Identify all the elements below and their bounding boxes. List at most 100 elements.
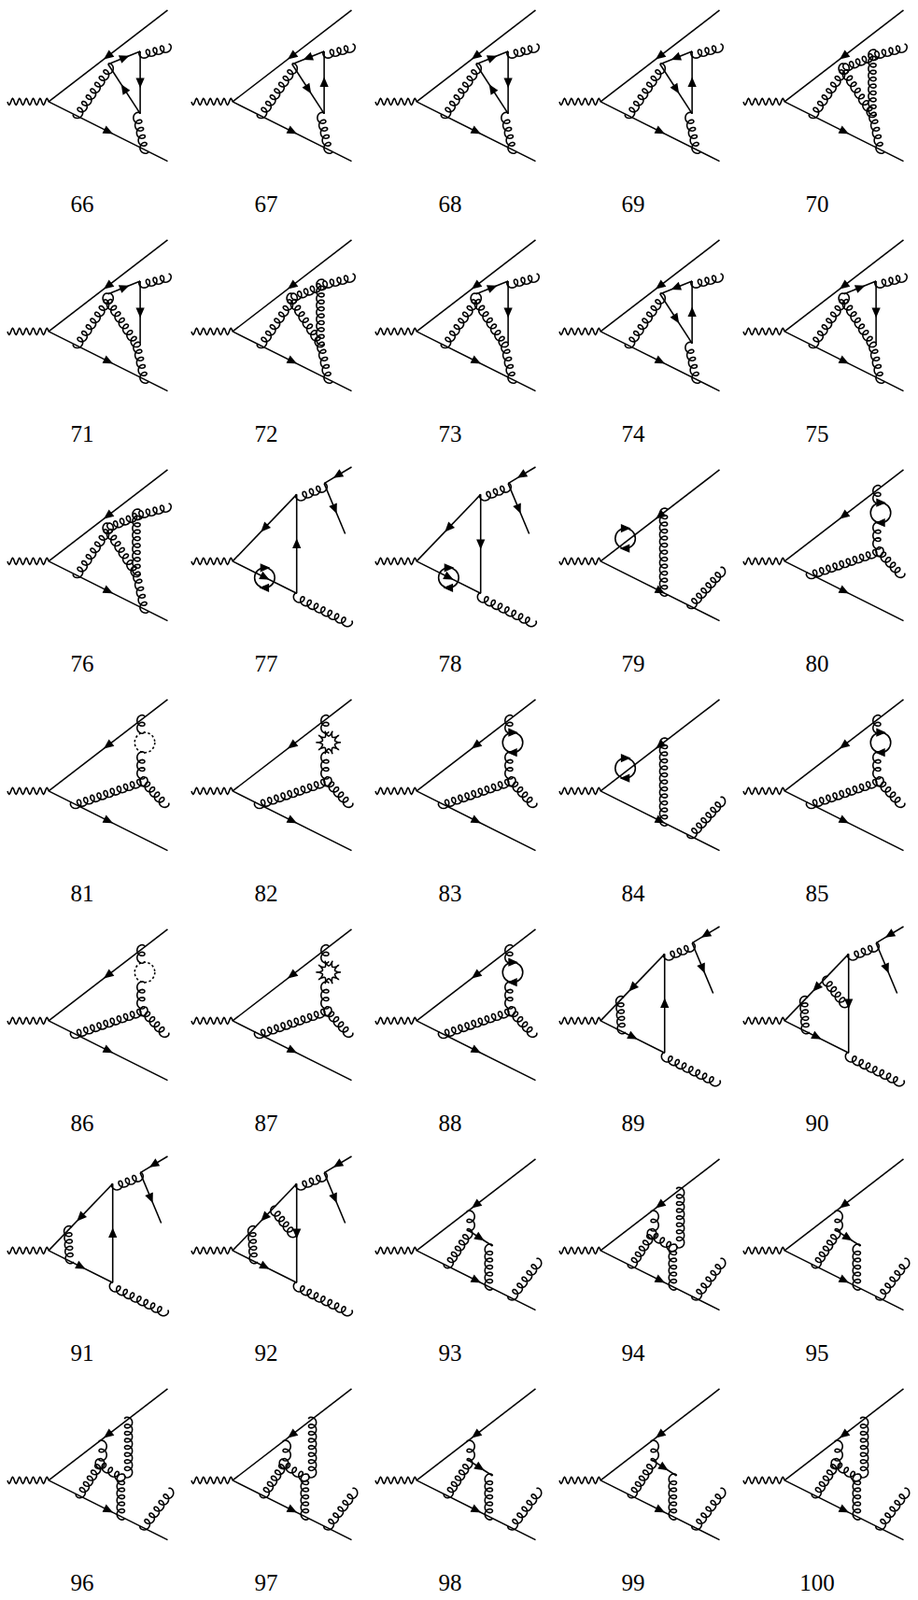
photon-line (375, 557, 417, 565)
gluon-line (75, 1458, 105, 1498)
feynman-graph (743, 1158, 910, 1311)
arrow-head (657, 281, 665, 288)
feynman-graph (7, 240, 171, 392)
gluon-line (293, 1282, 353, 1316)
gluon-line (440, 63, 481, 118)
arrow-head (471, 1275, 481, 1283)
gluon-line (300, 1473, 309, 1520)
arrow-head (262, 522, 270, 531)
gluon-loop (316, 731, 340, 754)
diagram-number: 72 (254, 422, 279, 446)
diagram-number: 77 (254, 651, 279, 676)
gluon-line (505, 981, 513, 1009)
quark-line (232, 699, 352, 791)
quark-loop (870, 732, 891, 753)
arrow-head (508, 729, 517, 736)
gluon-line (627, 1458, 657, 1498)
gluon-line (140, 1487, 174, 1530)
quark-loop (870, 502, 891, 523)
quark-line (784, 331, 904, 392)
gluon-line (691, 43, 723, 58)
gluon-line (98, 1440, 107, 1461)
quark-line (232, 494, 297, 562)
quark-line (232, 101, 352, 162)
gluon-line (321, 981, 329, 1009)
arrow-head (839, 1505, 848, 1512)
gluon-line (838, 63, 876, 118)
arrow-head (843, 1232, 852, 1240)
gluon-line (692, 1487, 726, 1530)
diagram-number: 85 (805, 881, 830, 905)
arrow-head (105, 970, 113, 977)
arrow-head (841, 740, 849, 748)
arrow-head (471, 127, 481, 134)
diagram-number: 68 (438, 192, 463, 216)
quark-line (600, 1388, 720, 1481)
quark-line (600, 1158, 720, 1251)
gluon-line (137, 945, 145, 964)
arrow-head (119, 285, 128, 292)
arrow-head (103, 127, 113, 134)
arrow-head (289, 740, 297, 748)
arrow-head (103, 1045, 113, 1053)
gluon-line (505, 751, 513, 779)
arrow-head (505, 308, 512, 316)
arrow-head (289, 1429, 297, 1437)
arrow-head (671, 313, 678, 323)
arrow-head (839, 127, 848, 134)
quark-line (108, 64, 141, 114)
gluon-line (286, 293, 325, 348)
gluon-line (668, 1473, 677, 1520)
feynman-graph (191, 699, 354, 851)
gluon-line (133, 341, 149, 383)
arrow-head (304, 53, 313, 59)
arrow-head (487, 56, 496, 62)
arrow-head (75, 1261, 85, 1269)
feynman-graph (7, 1388, 174, 1540)
arrow-head (672, 282, 681, 289)
gluon-line (811, 1458, 841, 1498)
quark-line (48, 1480, 168, 1540)
arrow-head (260, 564, 269, 571)
gluon-line (254, 1006, 332, 1038)
quark-line (784, 1250, 904, 1311)
gluon-line (321, 751, 329, 779)
gluon-line (139, 273, 171, 288)
gluon-line (834, 1210, 843, 1231)
quark-line (784, 699, 904, 791)
arrow-head (841, 281, 849, 288)
arrow-head (287, 127, 297, 134)
quark-line (784, 1158, 904, 1251)
diagram-number: 94 (621, 1341, 646, 1365)
gluon-line (132, 508, 141, 576)
quark-line (416, 101, 536, 162)
arrow-head (655, 127, 664, 134)
quark-line (232, 561, 297, 594)
arrow-head (841, 1200, 849, 1207)
feynman-graph (191, 1156, 353, 1316)
quark-line (108, 281, 141, 295)
quark-line (660, 51, 693, 65)
gluon-line (834, 1440, 843, 1461)
arrow-head (471, 816, 481, 823)
quark-line (476, 51, 509, 65)
arrow-head (471, 1045, 481, 1053)
quark-line (324, 466, 352, 484)
quark-line (600, 1250, 720, 1311)
gluon-line (650, 1210, 659, 1231)
quark-line (875, 943, 898, 994)
gluon-line (508, 776, 537, 808)
quark-line (784, 790, 904, 851)
photon-line (7, 1476, 49, 1483)
quark-line (784, 953, 849, 1021)
quark-line (784, 101, 904, 162)
arrow-head (876, 499, 885, 507)
feynman-graph (7, 469, 171, 622)
arrow-head (103, 586, 113, 594)
arrow-head (839, 1275, 848, 1283)
quark-line (48, 929, 168, 1021)
photon-line (743, 1246, 785, 1254)
quark-line (232, 331, 352, 392)
photon-line (743, 1476, 785, 1483)
arrow-head (661, 999, 668, 1007)
